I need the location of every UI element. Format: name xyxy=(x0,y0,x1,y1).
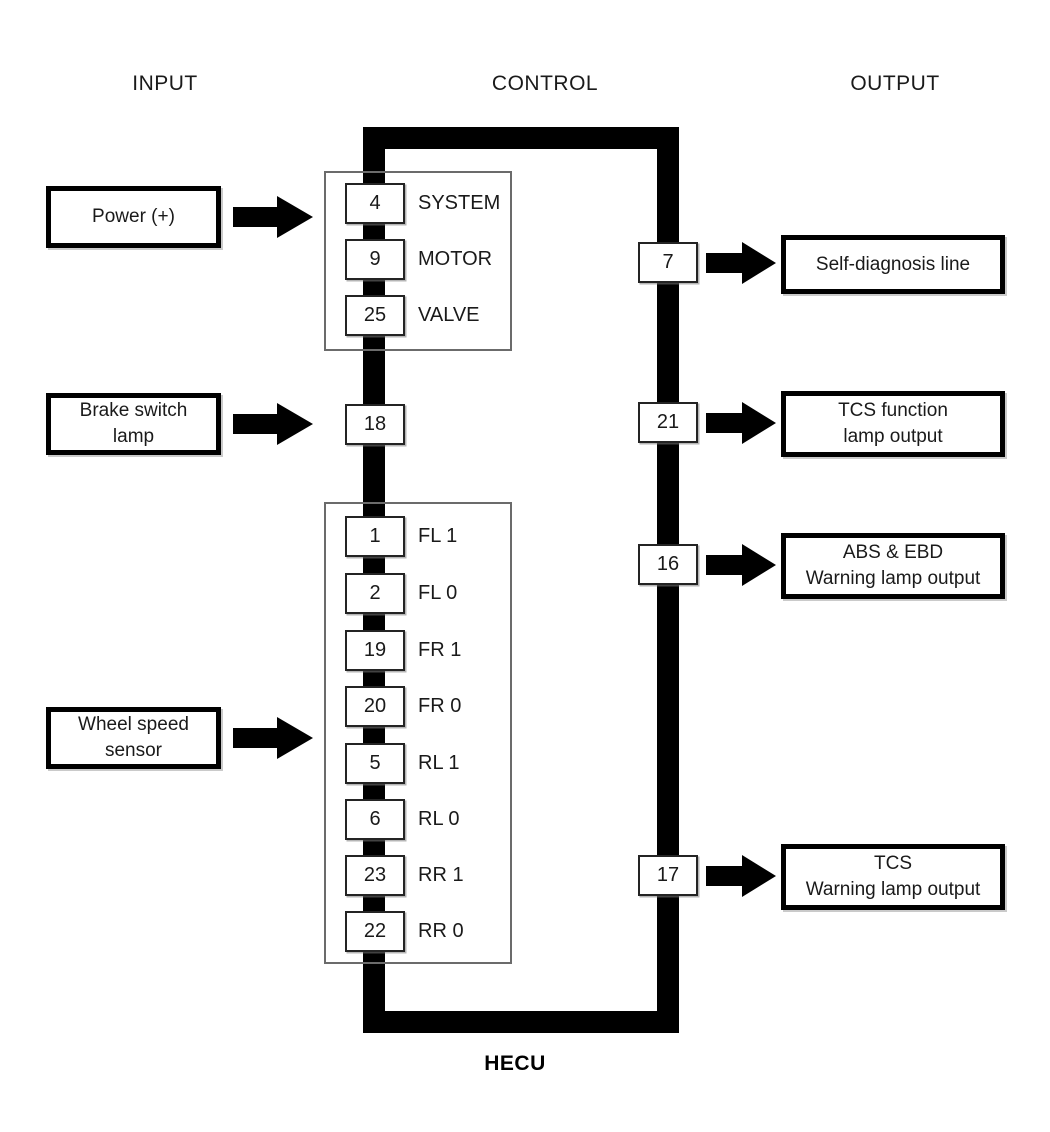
input-label-power: Power (+) xyxy=(92,206,175,228)
pin-label-fr0: FR 0 xyxy=(418,695,462,717)
input-label-brake-line1: Brake switch xyxy=(79,400,188,422)
column-heading-output: OUTPUT xyxy=(850,72,940,95)
arrow-icon-input-brake xyxy=(233,403,313,445)
input-label-brake-line2: lamp xyxy=(112,426,155,447)
output-box-tcs-warning-lamp[interactable]: TCS Warning lamp output xyxy=(781,844,1005,910)
pin-box-17[interactable]: 17 xyxy=(638,855,698,896)
pin-label-rr1: RR 1 xyxy=(418,864,464,886)
output-label-self-diagnosis-line1: Self-diagnosis line xyxy=(815,253,971,275)
output-label-abs-ebd-line2: Warning lamp output xyxy=(805,568,981,589)
pin-box-19[interactable]: 19 xyxy=(345,630,405,671)
output-box-abs-ebd-warning-lamp[interactable]: ABS & EBD Warning lamp output xyxy=(781,533,1005,599)
pin-box-22[interactable]: 22 xyxy=(345,911,405,952)
input-box-power[interactable]: Power (+) xyxy=(46,186,221,248)
power-group-box xyxy=(324,171,512,351)
pin-box-18[interactable]: 18 xyxy=(345,404,405,445)
pin-box-20[interactable]: 20 xyxy=(345,686,405,727)
input-box-brake-switch-lamp[interactable]: Brake switch lamp xyxy=(46,393,221,455)
pin-label-valve: VALVE xyxy=(418,304,480,326)
column-heading-input: INPUT xyxy=(132,72,198,95)
pin-box-4[interactable]: 4 xyxy=(345,183,405,224)
column-heading-control: CONTROL xyxy=(491,72,599,95)
pin-box-25[interactable]: 25 xyxy=(345,295,405,336)
input-box-wheel-speed-sensor[interactable]: Wheel speed sensor xyxy=(46,707,221,769)
pin-label-fr1: FR 1 xyxy=(418,639,462,661)
pin-label-rl0: RL 0 xyxy=(418,808,460,830)
hecu-caption: HECU xyxy=(484,1052,546,1075)
arrow-icon-output-self-diagnosis xyxy=(706,242,776,284)
pin-box-16[interactable]: 16 xyxy=(638,544,698,585)
pin-label-fl1: FL 1 xyxy=(418,525,458,547)
output-label-abs-ebd-line1: ABS & EBD xyxy=(842,542,944,564)
pin-box-21[interactable]: 21 xyxy=(638,402,698,443)
pin-box-7[interactable]: 7 xyxy=(638,242,698,283)
pin-label-rl1: RL 1 xyxy=(418,752,460,774)
output-box-self-diagnosis-line[interactable]: Self-diagnosis line xyxy=(781,235,1005,294)
arrow-icon-input-power xyxy=(233,196,313,238)
arrow-icon-output-tcs-function xyxy=(706,402,776,444)
pin-label-fl0: FL 0 xyxy=(418,582,458,604)
pin-box-5[interactable]: 5 xyxy=(345,743,405,784)
pin-box-2[interactable]: 2 xyxy=(345,573,405,614)
output-label-tcs-function-line1: TCS function xyxy=(838,400,948,422)
pin-label-rr0: RR 0 xyxy=(418,920,464,942)
wheel-speed-group-box xyxy=(324,502,512,964)
pin-box-9[interactable]: 9 xyxy=(345,239,405,280)
pin-label-motor: MOTOR xyxy=(418,248,493,270)
pin-box-1[interactable]: 1 xyxy=(345,516,405,557)
input-label-wheel-line2: sensor xyxy=(104,740,163,761)
output-label-tcs-function-line2: lamp output xyxy=(843,426,943,447)
arrow-icon-output-abs-ebd xyxy=(706,544,776,586)
output-label-tcs-warning-line2: Warning lamp output xyxy=(805,879,981,900)
pin-box-6[interactable]: 6 xyxy=(345,799,405,840)
output-box-tcs-function-lamp[interactable]: TCS function lamp output xyxy=(781,391,1005,457)
pin-label-system: SYSTEM xyxy=(418,192,501,214)
output-label-tcs-warning-line1: TCS xyxy=(874,853,912,875)
arrow-icon-output-tcs-warning xyxy=(706,855,776,897)
input-label-wheel-line1: Wheel speed xyxy=(78,714,189,736)
arrow-icon-input-wheel xyxy=(233,717,313,759)
pin-box-23[interactable]: 23 xyxy=(345,855,405,896)
